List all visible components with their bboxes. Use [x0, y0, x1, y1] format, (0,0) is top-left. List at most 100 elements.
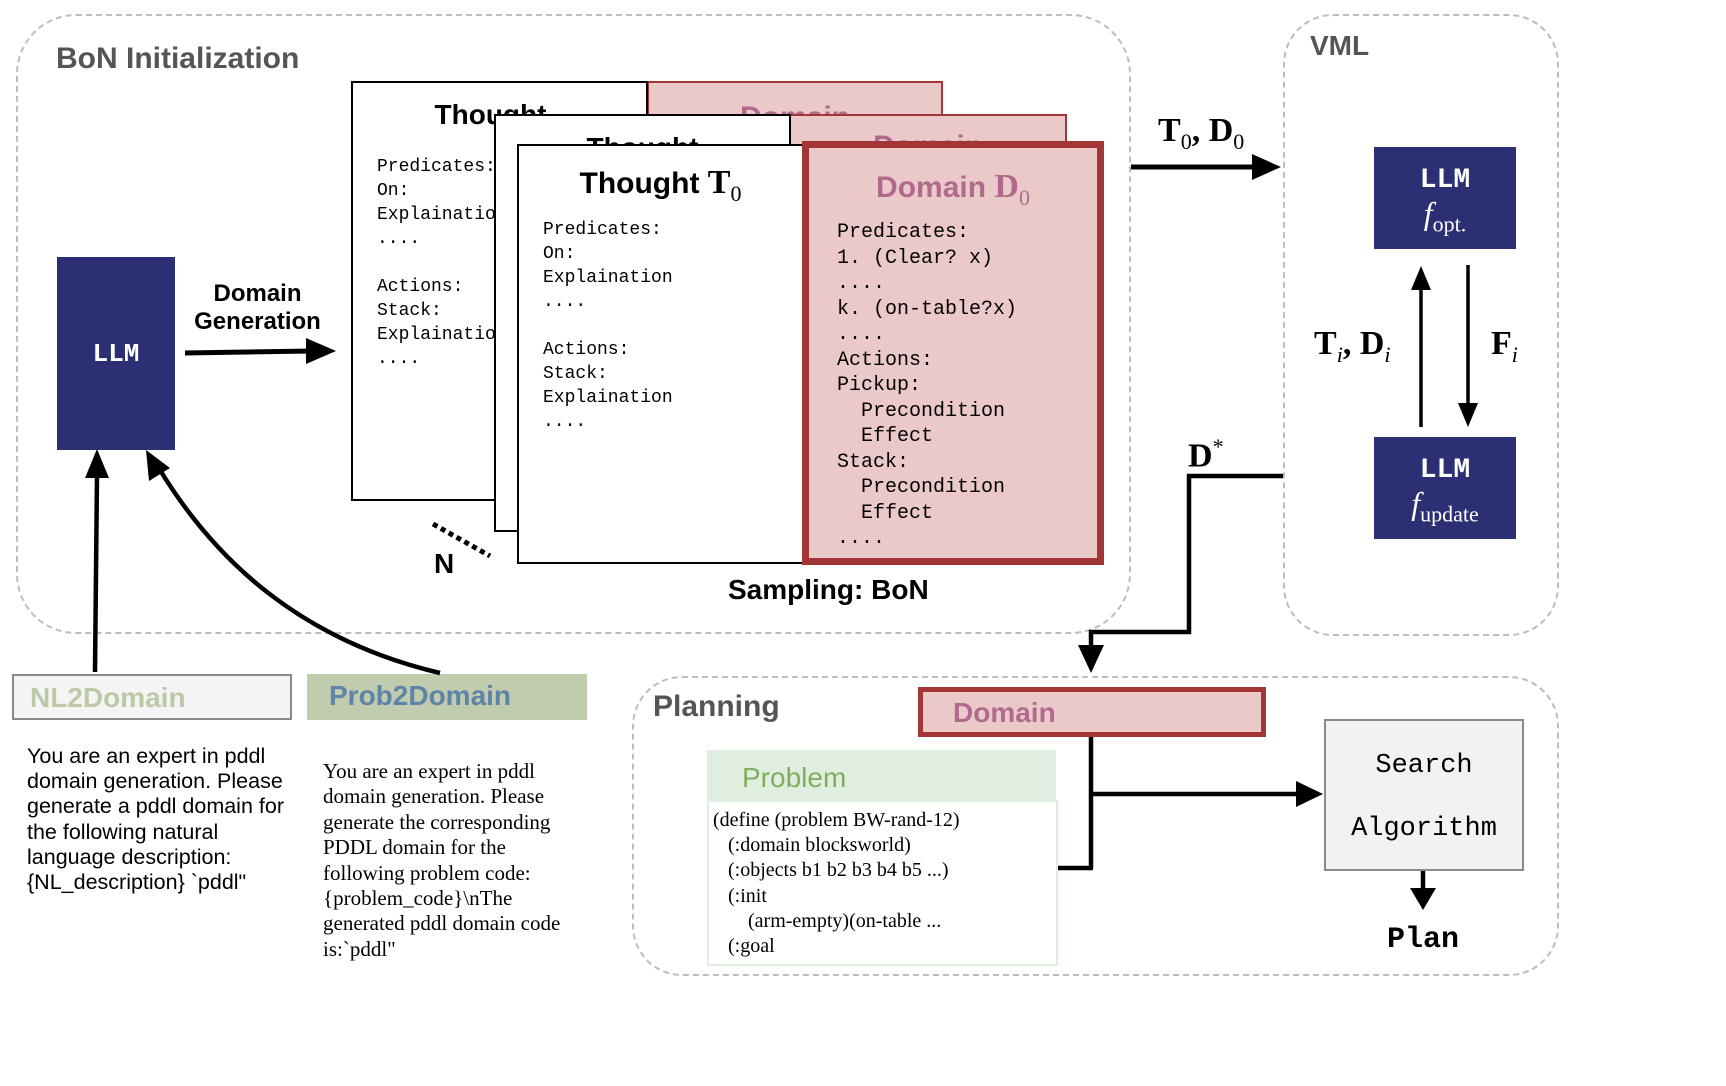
- domain-code-line: Predicates:: [837, 221, 970, 244]
- front-thought-symbol-letter: T: [707, 164, 731, 201]
- ti-letter: T: [1314, 325, 1337, 362]
- vml-region: [1283, 14, 1559, 636]
- back-card-code: Predicates:On:Explaination.... Actions:S…: [377, 155, 507, 371]
- domain-code-line: Pickup:: [837, 374, 922, 397]
- back-card-line: Stack:: [377, 301, 442, 321]
- front-domain-symbol: D0: [994, 168, 1030, 210]
- domain-code-line: Effect: [837, 425, 934, 448]
- prob2domain-prompt-line: is:`pddl": [323, 936, 396, 961]
- dstar-sup: *: [1212, 434, 1224, 459]
- t0-d0-label: T0, D0: [1158, 112, 1244, 155]
- ti-di-label: Ti, Di: [1314, 325, 1391, 368]
- di-letter: D: [1359, 325, 1385, 362]
- nl2domain-arrow: [85, 449, 109, 673]
- problem-header: Problem: [707, 750, 1056, 800]
- prob2domain-prompt-line: following problem code:: [323, 860, 531, 885]
- nl2domain-prompt-line: generate a pddl domain for: [27, 794, 284, 819]
- domain-code-line: Precondition: [837, 399, 1006, 423]
- planning-domain-box: Domain: [918, 687, 1266, 737]
- front-domain-title: Domain D0: [809, 168, 1097, 211]
- problem-code-line: (:objects b1 b2 b3 b4 b5 ...): [713, 859, 949, 882]
- bon-region-title: BoN Initialization: [56, 42, 300, 75]
- llm-main-label: LLM: [92, 339, 140, 369]
- front-thought-card: Thought T0 Predicates:On:Explaination...…: [517, 144, 804, 564]
- domain-code-line: Effect: [837, 501, 934, 525]
- planning-domain-label: Domain: [953, 697, 1056, 728]
- front-domain-symbol-letter: D: [994, 168, 1019, 205]
- t0-d0-comma: ,: [1191, 112, 1209, 149]
- fi-letter: F: [1491, 325, 1512, 362]
- problem-code-line: (define (problem BW-rand-12): [713, 809, 960, 831]
- thought-code-line: Explaination: [543, 268, 673, 288]
- prob2domain-prompt-line: PDDL domain for the: [323, 835, 506, 860]
- thought-code-line: Explaination: [543, 388, 673, 408]
- plan-label: Plan: [1387, 923, 1460, 957]
- problem-code-line: (:init: [713, 884, 767, 907]
- t0-d0-arrow: [1131, 154, 1281, 180]
- prob2domain-prompt-line: You are an expert in pddl: [323, 759, 535, 783]
- planning-region-title: Planning: [653, 690, 780, 723]
- llm-opt-label: LLM: [1419, 165, 1471, 196]
- t0-letter: T: [1158, 112, 1181, 149]
- llm-opt-sub: opt.: [1432, 211, 1467, 237]
- front-domain-card: Domain D0 Predicates:1. (Clear? x)....k.…: [802, 141, 1104, 565]
- dstar-arrow: [1078, 473, 1283, 673]
- back-card-line: On:: [377, 181, 410, 201]
- ti-subscript: i: [1337, 342, 1343, 367]
- n-label: N: [434, 548, 455, 579]
- front-domain-subscript: 0: [1018, 184, 1030, 210]
- di-subscript: i: [1384, 342, 1390, 367]
- llm-opt-box: LLM fopt.: [1374, 147, 1516, 249]
- n-dotted-line: [431, 521, 492, 559]
- problem-code-line: (:goal: [713, 935, 775, 958]
- back-card-line: Actions:: [377, 277, 464, 297]
- d0-letter: D: [1208, 112, 1234, 149]
- domain-code-line: Stack:: [837, 450, 910, 474]
- prob2domain-arrow: [146, 450, 441, 676]
- back-card-line: Explaination: [377, 325, 507, 345]
- fi-subscript: i: [1512, 342, 1518, 367]
- planning-to-search-arrow: [1058, 737, 1323, 871]
- prob2domain-prompt-line: generate the corresponding: [323, 809, 551, 834]
- front-thought-subscript: 0: [730, 180, 742, 206]
- d0-subscript: 0: [1233, 128, 1245, 154]
- domain-generation-label: Domain Generation: [190, 280, 325, 336]
- domain-generation-line2: Generation: [194, 308, 321, 335]
- llm-opt-function: fopt.: [1374, 197, 1516, 240]
- front-thought-title-text: Thought: [579, 167, 700, 200]
- nl2domain-header: NL2Domain: [12, 674, 292, 720]
- planning-region: [632, 676, 1559, 976]
- domain-code-line: Precondition: [837, 476, 1006, 499]
- domain-generation-line1: Domain: [213, 280, 302, 307]
- sampling-label: Sampling: BoN: [728, 574, 929, 605]
- thought-code-line: Actions:: [543, 340, 630, 360]
- nl2domain-prompt-line: domain generation. Please: [27, 769, 283, 794]
- fi-subscript-text: i: [1511, 341, 1518, 367]
- front-domain-code: Predicates:1. (Clear? x)....k. (on-table…: [837, 220, 1017, 552]
- front-thought-symbol: T0: [707, 164, 742, 206]
- search-line1: Search: [1375, 751, 1473, 781]
- ti-di-arrow: [1411, 266, 1431, 427]
- fi-arrow: [1458, 265, 1478, 427]
- problem-code-line: (arm-empty)(on-table ...: [713, 909, 942, 932]
- llm-main-box: LLM: [57, 257, 175, 450]
- prob2domain-prompt-line: domain generation. Please: [323, 784, 545, 809]
- problem-code-line: (:domain blocksworld): [713, 834, 911, 857]
- domain-code-line: ....: [837, 272, 886, 295]
- nl2domain-prompt-line: {NL_description} `pddl": [27, 870, 247, 895]
- thought-code-line: ....: [543, 412, 587, 432]
- vml-region-title: VML: [1310, 30, 1370, 61]
- bon-initialization-region: [16, 14, 1131, 634]
- nl2domain-title: NL2Domain: [30, 682, 186, 713]
- dstar-letter: D: [1188, 437, 1213, 475]
- prob2domain-title: Prob2Domain: [329, 680, 512, 711]
- prob2domain-prompt-line: {problem_code}\nThe: [323, 886, 513, 911]
- domain-code-line: 1. (Clear? x): [837, 246, 994, 270]
- domain-code-line: ....: [837, 323, 886, 346]
- prob2domain-header: Prob2Domain: [307, 674, 587, 720]
- thought-code-line: Predicates:: [543, 220, 662, 240]
- thought-code-line: ....: [543, 292, 587, 312]
